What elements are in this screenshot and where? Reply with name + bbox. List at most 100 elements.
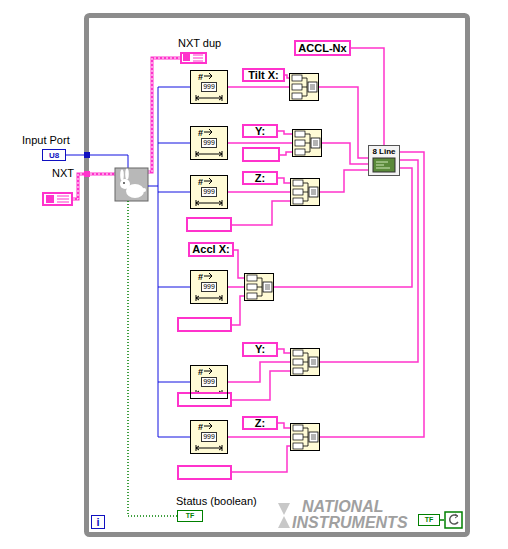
loop-tunnel [84, 152, 90, 158]
string-wire [232, 201, 290, 225]
boolean-terminal: Status (boolean)TF [176, 495, 257, 508]
lcd-lines [376, 162, 390, 168]
string-wire [320, 152, 424, 437]
string-wire [322, 143, 368, 164]
string-wire [351, 48, 384, 145]
number-to-string-function: #999 [190, 420, 228, 454]
numeric-wire [66, 155, 84, 156]
function-glyph: # [198, 177, 203, 187]
vendor-logo [278, 503, 290, 528]
empty-string-constant [187, 218, 231, 231]
cluster-icon [183, 54, 190, 61]
cluster-terminal: NXT [52, 167, 74, 180]
string-wire [228, 286, 244, 288]
terminal-label: NXT [52, 167, 74, 180]
terminal-frame [42, 192, 73, 206]
cluster-wire-core [90, 174, 115, 175]
rabbit-ear [125, 169, 129, 180]
numeric-wire [90, 155, 128, 168]
cluster-wire [73, 174, 84, 199]
loop-condition-terminal [445, 512, 462, 528]
concatenate-strings-icon [291, 179, 320, 206]
node-text: Tilt X: [248, 70, 278, 81]
function-glyph: 999 [201, 432, 217, 442]
boolean-wire [128, 201, 177, 516]
node-text: Z: [255, 418, 265, 429]
number-to-string-icon [190, 126, 228, 160]
string-wire [234, 250, 244, 278]
concatenate-strings-icon [290, 74, 319, 101]
numeric-control: Input PortU8 [22, 134, 70, 147]
node-text: TF [425, 516, 434, 524]
node-text: ACCL-Nx [298, 43, 346, 54]
rabbit-ear [120, 170, 124, 181]
string-constant: ACCL-Nx [294, 40, 351, 56]
boolean-wire [440, 519, 444, 521]
function-glyph: 999 [201, 82, 217, 92]
function-glyph: # [198, 367, 203, 377]
iteration-terminal: i [91, 515, 105, 529]
cluster-wire [148, 58, 180, 172]
number-to-string-function: #999 [190, 126, 228, 160]
function-glyph: 999 [201, 377, 217, 387]
concatenate-strings-icon [291, 349, 320, 376]
node-text: U8 [49, 151, 59, 160]
string-wire [232, 371, 290, 400]
terminal-label: NXT dup [178, 37, 221, 50]
function-glyph: 999 [201, 138, 217, 148]
rabbit-eye [123, 182, 125, 184]
function-glyph: 999 [201, 187, 217, 197]
cluster-icon [193, 55, 203, 61]
cluster-terminal: NXT dup [178, 37, 221, 50]
rabbit-head [120, 179, 130, 189]
concatenate-strings-icon [291, 424, 320, 451]
watermark-holder: NATIONAL [302, 499, 383, 515]
string-wire [228, 191, 290, 193]
concatenate-strings-icon [293, 130, 322, 157]
function-glyph: # [198, 272, 203, 282]
subvi-icon: 8 Line [368, 145, 400, 176]
numeric-wire [158, 143, 190, 144]
numeric-wire [148, 186, 158, 187]
string-wire [320, 170, 368, 192]
string-wire [278, 423, 290, 428]
concatenate-strings-icon [245, 274, 274, 301]
numeric-wire [158, 87, 159, 437]
string-wire [228, 142, 292, 144]
cluster-icon [46, 195, 54, 203]
rabbit-tail [142, 188, 146, 192]
watermark-text: INSTRUMENTS [292, 515, 408, 531]
terminal-frame: TF [177, 510, 203, 522]
number-to-string-icon [190, 270, 228, 304]
node-text: Y: [255, 126, 265, 137]
node-text: TF [186, 512, 195, 520]
string-constant: Tilt X: [242, 68, 285, 82]
cluster-icon [57, 196, 69, 202]
string-constant: Z: [242, 416, 278, 430]
number-to-string-function: #999 [190, 175, 228, 209]
string-wire [319, 87, 368, 158]
watermark-text: NATIONAL [302, 499, 383, 515]
node-text: 8 Line [372, 147, 395, 156]
function-glyph: # [198, 128, 203, 138]
numeric-wire [158, 437, 190, 438]
cluster-wire [90, 173, 115, 176]
subvi-fill [368, 145, 400, 176]
string-wire [274, 168, 412, 287]
node-text: Accl X: [192, 244, 229, 255]
while-loop-frame [87, 16, 468, 535]
sensor-subvi-icon [115, 168, 148, 201]
string-constant: Z: [242, 171, 278, 185]
string-wire [228, 86, 289, 88]
number-to-string-function: #999 [190, 70, 228, 104]
number-to-string-function: #999 [190, 365, 228, 399]
numeric-wire [158, 192, 190, 193]
node-text: Z: [255, 173, 265, 184]
string-wire [278, 178, 290, 183]
number-to-string-function: #999 [190, 270, 228, 304]
empty-string-constant [178, 318, 231, 331]
cluster-wire-core [73, 174, 84, 199]
loop-tunnel [84, 171, 90, 177]
string-constant: Accl X: [188, 242, 234, 257]
